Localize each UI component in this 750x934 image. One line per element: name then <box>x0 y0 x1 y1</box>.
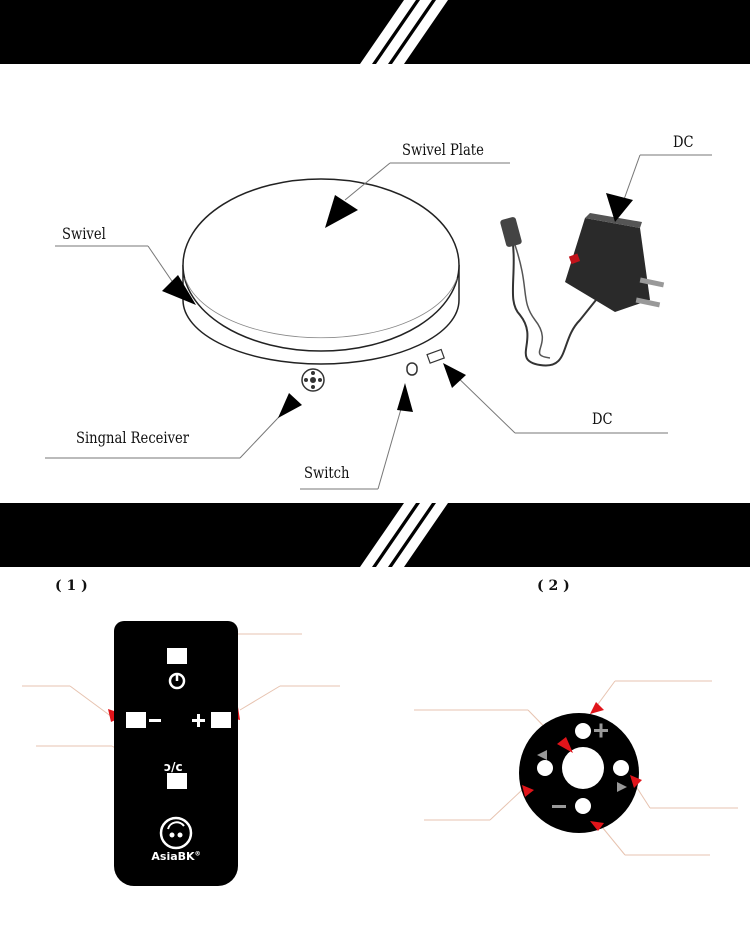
arrow-switch <box>397 383 413 412</box>
dc-jack <box>426 348 445 364</box>
arrow-signal-receiver <box>278 393 302 418</box>
arrow-swivel <box>162 275 196 305</box>
label-dc-port: DC <box>592 409 613 428</box>
label-signal-receiver: Singnal Receiver <box>76 428 190 447</box>
arrow-swivel-plate <box>325 195 358 228</box>
arrow-center <box>557 737 573 753</box>
right-button <box>613 760 629 776</box>
minus-icon <box>149 719 161 722</box>
turntable <box>182 178 460 392</box>
power-button <box>167 648 187 664</box>
brand-name: AsiaBK® <box>151 850 201 863</box>
stripe-decoration <box>360 503 448 567</box>
label-switch: Switch <box>304 463 350 482</box>
arrow-dc-port <box>443 363 466 388</box>
direction-button <box>167 773 187 789</box>
round-remote <box>519 713 639 833</box>
right-triangle-icon <box>617 782 627 792</box>
header-band-1 <box>0 0 750 64</box>
plus-button <box>211 712 231 728</box>
minus-icon <box>552 805 566 808</box>
left-button <box>537 760 553 776</box>
label-swivel: Swivel <box>62 224 106 243</box>
left-triangle-icon <box>537 750 547 760</box>
remote-buttons: ɔ/c <box>126 648 231 850</box>
power-adapter <box>500 213 665 367</box>
arrow-down <box>590 821 604 831</box>
down-button <box>575 798 591 814</box>
arrow-right <box>630 775 642 788</box>
stripe-decoration <box>360 0 448 64</box>
arrow-up <box>590 702 604 714</box>
switch-button <box>406 362 418 376</box>
arrow-dc-adapter <box>606 193 633 222</box>
top-leader-lines <box>45 154 712 490</box>
center-button <box>562 747 604 789</box>
signal-receiver-port <box>301 368 325 392</box>
brand-logo <box>159 816 193 850</box>
top-arrowheads <box>162 193 633 418</box>
minus-button <box>126 712 146 728</box>
label-swivel-plate: Swivel Plate <box>402 140 484 159</box>
label-dc-adapter: DC <box>673 132 694 151</box>
direction-toggle-icon: ɔ/c <box>164 760 183 774</box>
arrow-left <box>522 785 534 797</box>
label-figure-1: ( 1 ) <box>55 578 88 594</box>
up-button <box>575 723 591 739</box>
rect-remote: ɔ/c <box>114 621 238 886</box>
header-band-2 <box>0 503 750 567</box>
label-figure-2: ( 2 ) <box>537 578 570 594</box>
